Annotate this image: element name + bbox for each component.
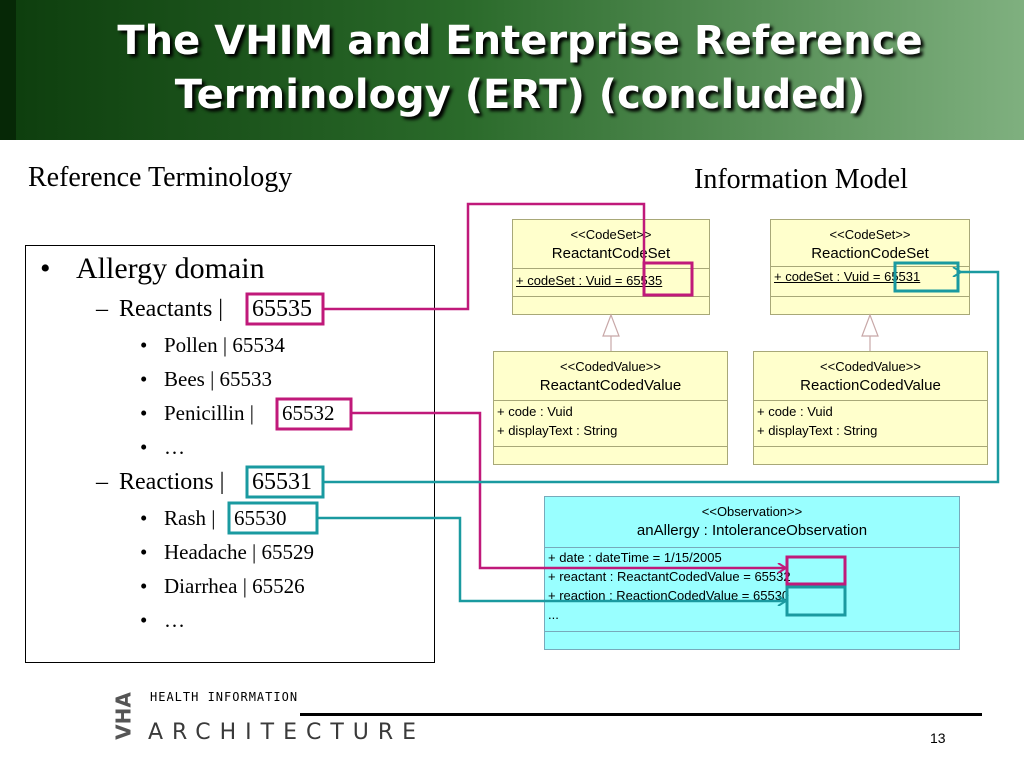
class-attribute: + code : Vuid	[497, 404, 573, 419]
vha-logo-icon: VHA	[112, 692, 136, 740]
highlight-observation-reaction-value	[785, 585, 847, 617]
terminology-box	[25, 245, 435, 663]
reaction-item-rash: Rash |	[164, 506, 216, 530]
dash-icon: –	[96, 296, 108, 322]
class-name: ReactionCodedValue	[800, 377, 941, 394]
reactions-label: Reactions |	[119, 469, 225, 495]
bullet-icon: •	[140, 540, 148, 564]
reaction-item-headache: Headache | 65529	[164, 540, 314, 564]
class-operations	[513, 296, 709, 315]
title-shadow	[0, 0, 16, 140]
reactant-item-bees: Bees | 65533	[164, 367, 273, 391]
reactant-item-pollen: Pollen | 65534	[164, 333, 285, 357]
slide-title: The VHIM and Enterprise Reference Termin…	[30, 14, 1010, 122]
title-bar: The VHIM and Enterprise Reference Termin…	[0, 0, 1024, 140]
reactant-codedvalue-class: <<CodedValue>> ReactantCodedValue + code…	[493, 351, 728, 465]
class-stereotype: <<CodeSet>>	[829, 227, 911, 242]
bullet-icon: •	[40, 252, 51, 285]
generalization-arrow-reactant	[602, 313, 620, 351]
class-operations	[494, 446, 727, 465]
information-model-heading: Information Model	[694, 164, 908, 195]
class-name: ReactantCodedValue	[539, 377, 682, 394]
reactants-label: Reactants |	[119, 296, 224, 322]
class-attributes: + date : dateTime = 1/15/2005 + reactant…	[545, 547, 959, 631]
class-attributes: + code : Vuid + displayText : String	[494, 400, 727, 446]
connector-reactions-to-codeset	[323, 272, 1000, 484]
penicillin-code: 65532	[282, 401, 335, 425]
connector-reactants-to-codeset	[323, 202, 646, 311]
footer-architecture: ARCHITECTURE	[148, 720, 426, 745]
class-stereotype: <<CodedValue>>	[560, 359, 661, 374]
footer-rule	[300, 713, 982, 716]
highlight-reactions-code	[245, 465, 325, 499]
reactants-code: 65535	[252, 296, 312, 322]
highlight-penicillin-code	[275, 397, 353, 431]
highlight-reactants-code	[245, 292, 325, 326]
class-attribute: + displayText : String	[757, 423, 878, 438]
class-attribute-reaction: + reaction : ReactionCodedValue = 65530	[548, 588, 790, 603]
class-stereotype: <<CodedValue>>	[820, 359, 921, 374]
reaction-codedvalue-class: <<CodedValue>> ReactionCodedValue + code…	[753, 351, 988, 465]
bullet-icon: •	[140, 608, 148, 632]
reactant-item-ellipsis: …	[164, 435, 185, 459]
allergy-domain-label: Allergy domain	[76, 252, 265, 285]
bullet-icon: •	[140, 574, 148, 598]
reactant-item-penicillin: Penicillin |	[164, 401, 254, 425]
class-attribute-date: + date : dateTime = 1/15/2005	[548, 550, 722, 565]
footer-health-information: HEALTH INFORMATION	[150, 690, 299, 704]
highlight-reaction-codeset-value	[893, 261, 960, 293]
class-stereotype: <<CodeSet>>	[570, 227, 652, 242]
observation-class: <<Observation>> anAllergy : IntoleranceO…	[544, 496, 960, 650]
class-name: anAllergy : IntoleranceObservation	[636, 522, 868, 539]
reaction-item-diarrhea: Diarrhea | 65526	[164, 574, 305, 598]
class-attribute-more: ...	[548, 607, 559, 622]
class-operations	[545, 631, 959, 650]
reaction-item-ellipsis: …	[164, 608, 185, 632]
class-stereotype: <<Observation>>	[701, 504, 803, 519]
class-attribute: + displayText : String	[497, 423, 618, 438]
connector-rash-to-observation	[317, 516, 785, 601]
class-operations	[771, 296, 969, 315]
reactions-code: 65531	[252, 469, 312, 495]
class-name: ReactantCodeSet	[551, 245, 671, 262]
rash-code: 65530	[234, 506, 287, 530]
class-attribute: + codeSet : Vuid = 65531	[771, 266, 969, 294]
class-attributes: + code : Vuid + displayText : String	[754, 400, 987, 446]
generalization-arrow-reaction	[861, 313, 879, 351]
highlight-observation-reactant-value	[785, 555, 847, 586]
page-number: 13	[930, 730, 946, 746]
slide-title-line-1: The VHIM and Enterprise Reference	[117, 18, 923, 64]
highlight-reactant-codeset-value	[642, 261, 694, 297]
class-attribute-reactant: + reactant : ReactantCodedValue = 65532	[548, 569, 791, 584]
dash-icon: –	[96, 469, 108, 495]
highlight-rash-code	[227, 501, 319, 535]
slide-title-line-2: Terminology (ERT) (concluded)	[174, 72, 866, 118]
bullet-icon: •	[140, 435, 148, 459]
class-attribute: + code : Vuid	[757, 404, 833, 419]
reaction-codeset-class: <<CodeSet>> ReactionCodeSet + codeSet : …	[770, 219, 970, 315]
class-attribute: + codeSet : Vuid = 65535	[513, 268, 709, 296]
bullet-icon: •	[140, 367, 148, 391]
bullet-icon: •	[140, 333, 148, 357]
connector-penicillin-to-observation	[351, 411, 785, 568]
class-name: ReactionCodeSet	[811, 245, 929, 262]
reactant-codeset-class: <<CodeSet>> ReactantCodeSet + codeSet : …	[512, 219, 710, 315]
bullet-icon: •	[140, 506, 148, 530]
reference-terminology-heading: Reference Terminology	[28, 162, 293, 193]
vha-logo-text: VHA	[112, 692, 136, 740]
bullet-icon: •	[140, 401, 148, 425]
class-operations	[754, 446, 987, 465]
